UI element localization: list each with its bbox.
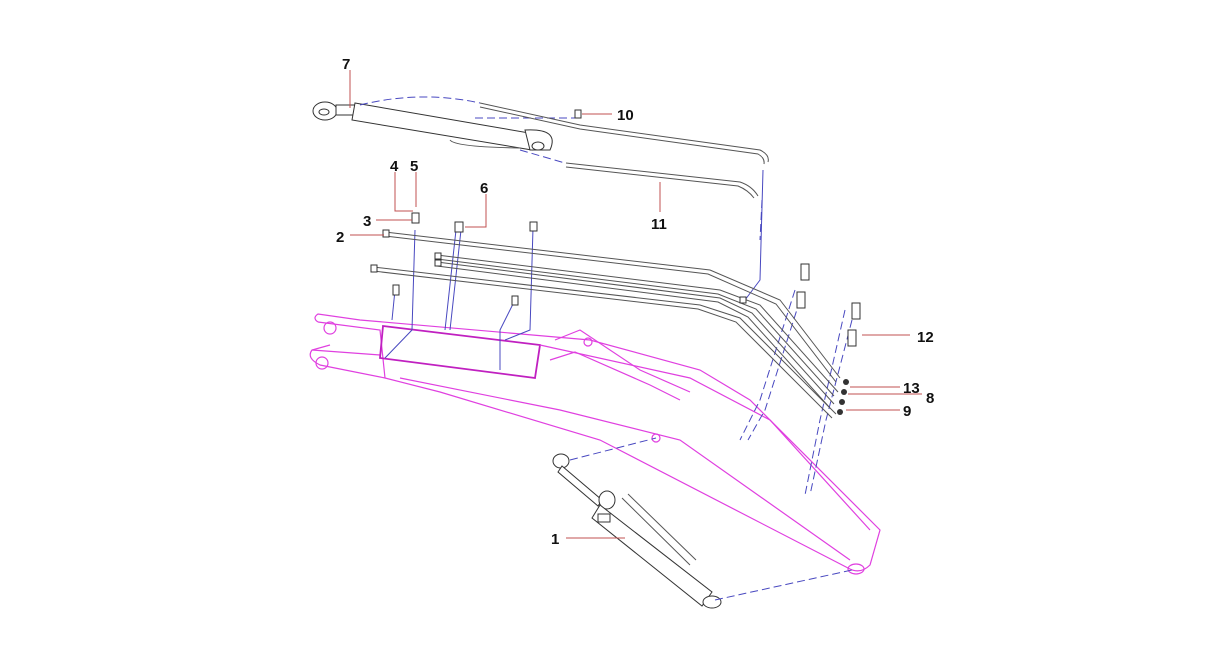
callout-12: 12 [917,329,934,346]
callout-7: 7 [342,56,350,73]
callout-9: 9 [903,403,911,420]
arm-cylinder [312,101,553,151]
callout-2: 2 [336,229,344,246]
callout-4: 4 [390,158,399,175]
callout-11: 11 [651,216,667,233]
callout-6: 6 [480,180,488,197]
leader-lines [349,70,922,539]
callout-1: 1 [551,531,559,548]
steel-pipes [370,229,849,419]
callout-10: 10 [617,107,634,124]
callout-3: 3 [363,213,371,230]
callout-labels: 7 10 4 5 6 3 2 11 12 13 8 9 1 [336,56,934,548]
callout-5: 5 [410,158,418,175]
clamps [392,109,861,347]
hoses [479,102,769,199]
callout-8: 8 [926,390,934,407]
boom-frame [309,313,881,575]
boom-cylinder [552,453,722,609]
callout-13: 13 [903,380,920,397]
